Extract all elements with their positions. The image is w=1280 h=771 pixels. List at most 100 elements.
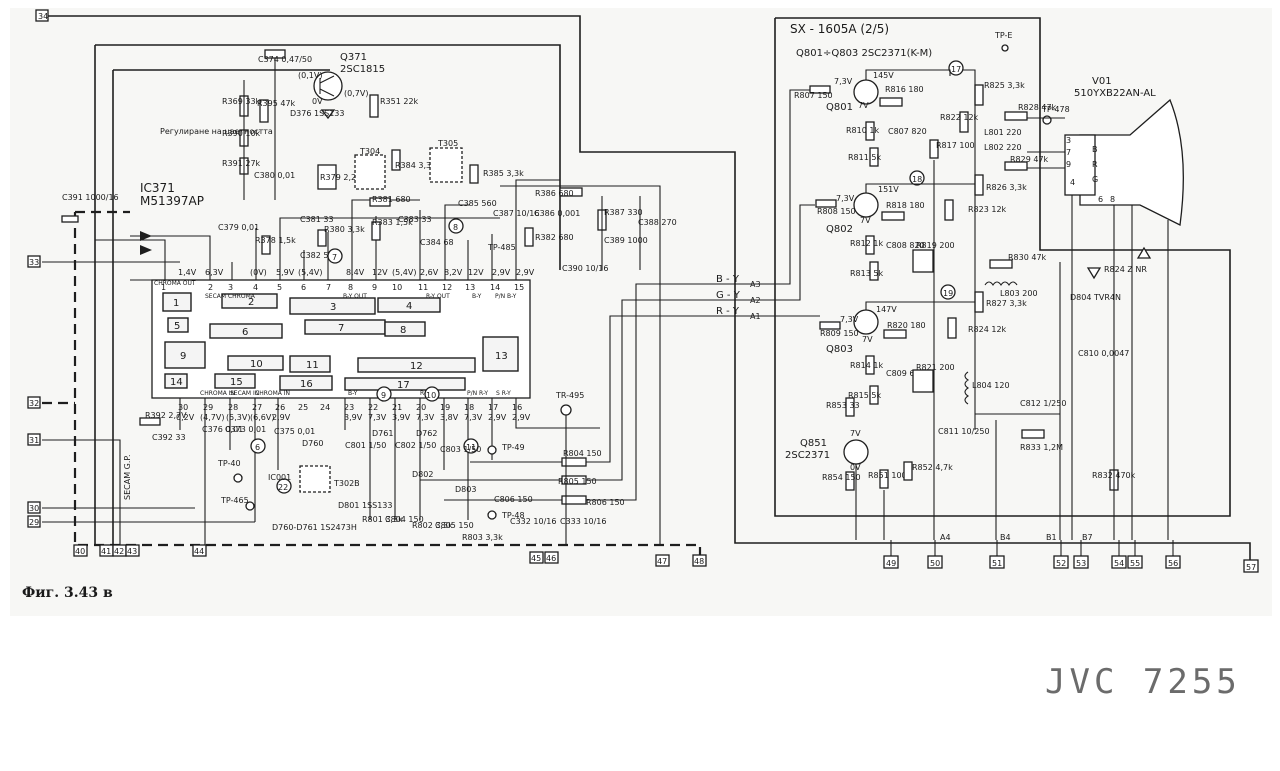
r395-label: R395 47k	[257, 99, 296, 108]
r390-label: R390 10k	[222, 129, 261, 138]
ic-bot-volt-22: 7,3V	[368, 413, 387, 422]
r853-label: R853 33	[826, 401, 860, 410]
terminal-55: 55	[1130, 559, 1140, 568]
crt-pin-6: 6	[1098, 195, 1103, 204]
ic-top-volt-3: (0V)	[250, 268, 267, 277]
bus-a4: A4	[940, 533, 951, 542]
r382-label: R382 680	[535, 233, 574, 242]
q371-vc: (0,7V)	[344, 89, 368, 98]
ic-pin-15: 15	[514, 283, 524, 292]
c332-label: C332 10/16	[510, 517, 556, 526]
terminal-46: 46	[546, 554, 556, 563]
c803-label: C803 1/50	[440, 445, 481, 454]
ic-pin-10: 10	[392, 283, 402, 292]
t305-label: T305	[437, 139, 458, 148]
ic-block-6: 6	[242, 327, 248, 338]
q371-section: C374 0,47/50 Q371 2SC1815 (0,1V) 0V (0,7…	[160, 49, 419, 200]
ic-top-pins: 1 2 3 4 5 6 7 8 9 10 11 12 13 14 15	[161, 283, 524, 292]
q803-vc: 147V	[876, 305, 897, 314]
ic-bot-volt-18: 7,3V	[464, 413, 483, 422]
r811-label: R811 5k	[848, 153, 881, 162]
main-wiring: 34	[35, 9, 1251, 568]
pin-name-by-bot: B-Y	[348, 390, 358, 397]
ic-pin-29: 29	[203, 403, 213, 412]
terminal-41: 41	[101, 547, 111, 556]
q851-ref: Q851	[800, 438, 827, 449]
d803-label: D803	[455, 485, 476, 494]
r804-label: R804 150	[563, 449, 602, 458]
terminal-44: 44	[194, 547, 204, 556]
ic-pin-12: 12	[442, 283, 452, 292]
r820-label: R820 180	[887, 321, 926, 330]
r369-label: R369 33k	[222, 97, 261, 106]
r827-label: R827 3,3k	[986, 299, 1027, 308]
crt-tube: V01 510YXB22AN-AL B R G 3 7 9 4 6 8	[1064, 76, 1184, 226]
c384-label: C384 68	[420, 238, 454, 247]
ic-pin-6: 6	[301, 283, 306, 292]
ic-pin-13: 13	[465, 283, 475, 292]
r817-label: R817 100	[936, 141, 975, 150]
r801-label: R801 3,3k	[362, 515, 403, 524]
ic371-part: M51397AP	[140, 194, 204, 208]
r829-label: R829 47k	[1010, 155, 1049, 164]
ic-block-11: 11	[306, 360, 319, 371]
c389-label: C389 1000	[604, 236, 648, 245]
tp-circle-10: 10	[426, 391, 436, 400]
c374-label: C374 0,47/50	[258, 55, 312, 64]
terminal-29: 29	[29, 518, 39, 527]
terminal-49: 49	[886, 559, 896, 568]
pin-name-chroma-in-2: CHROMA IN	[255, 390, 290, 397]
ic-bot-volt-19: 3,8V	[440, 413, 459, 422]
c333-label: C333 10/16	[560, 517, 606, 526]
ic-pin-9: 9	[372, 283, 377, 292]
tp-circle-8: 8	[453, 223, 458, 232]
c387-label: C387 10/16	[493, 209, 539, 218]
terminal-57: 57	[1246, 563, 1256, 572]
terminal-31: 31	[29, 436, 39, 445]
t304-label: T304	[359, 147, 380, 156]
ic-top-volt-5: (5,4V)	[298, 268, 322, 277]
ic-pin-27: 27	[252, 403, 262, 412]
ic-block-2: 2	[248, 297, 254, 308]
ic-block-10: 10	[250, 359, 263, 370]
terminal-34: 34	[38, 12, 48, 21]
ic-pin-18: 18	[464, 403, 474, 412]
d762-label: D762	[416, 429, 437, 438]
left-terminals: 33 32 31 30 29	[27, 255, 41, 528]
q801-ref: Q801	[826, 102, 853, 113]
tp-circle-17: 17	[951, 65, 961, 74]
ic-bot-volt-17: 2,9V	[488, 413, 507, 422]
r392-label: R392 2,7V	[145, 411, 187, 420]
terminal-40: 40	[75, 547, 85, 556]
left-test-points: 7 8 6 9 10 11 22	[250, 218, 479, 494]
terminal-45: 45	[531, 554, 541, 563]
c802-label: C802 1/50	[395, 441, 436, 450]
pin-name-by: B-Y	[472, 293, 482, 300]
q802-transistor	[853, 192, 879, 218]
tp-478-label: TP-478	[1041, 105, 1070, 114]
q801-ve: 7V	[858, 101, 869, 110]
crt-ref: V01	[1092, 76, 1112, 87]
ic-top-volt-2: 6,3V	[205, 268, 224, 277]
bus-labels: A4 B4 B1 B7	[940, 533, 1093, 542]
q371-part: 2SC1815	[340, 64, 385, 75]
terminal-51: 51	[992, 559, 1002, 568]
c808-label: C808 820	[886, 241, 925, 250]
c805-label: C805 150	[435, 521, 474, 530]
ic-bot-volt-28: (5,3V)	[226, 413, 250, 422]
q803-ref: Q803	[826, 344, 853, 355]
c375-label: C375 0,01	[274, 427, 315, 436]
q803-vb: 7,3V	[840, 315, 859, 324]
ic-top-volt-1: 1,4V	[178, 268, 197, 277]
c810-label: C810 0,0047	[1078, 349, 1129, 358]
pin-name-chroma-in: CHROMA IN	[200, 390, 235, 397]
r821-label: R821 200	[916, 363, 955, 372]
ic-block-15: 15	[230, 377, 243, 388]
tp-circle-19: 19	[943, 289, 953, 298]
c376-label: C376 0,01	[202, 425, 243, 434]
terminal-56: 56	[1168, 559, 1178, 568]
r824-znr-label: R824 Z NR	[1104, 265, 1147, 274]
t302b-label: T302B	[333, 479, 360, 488]
crt-pin-7: 7	[1066, 148, 1071, 157]
q802-ref: Q802	[826, 224, 853, 235]
